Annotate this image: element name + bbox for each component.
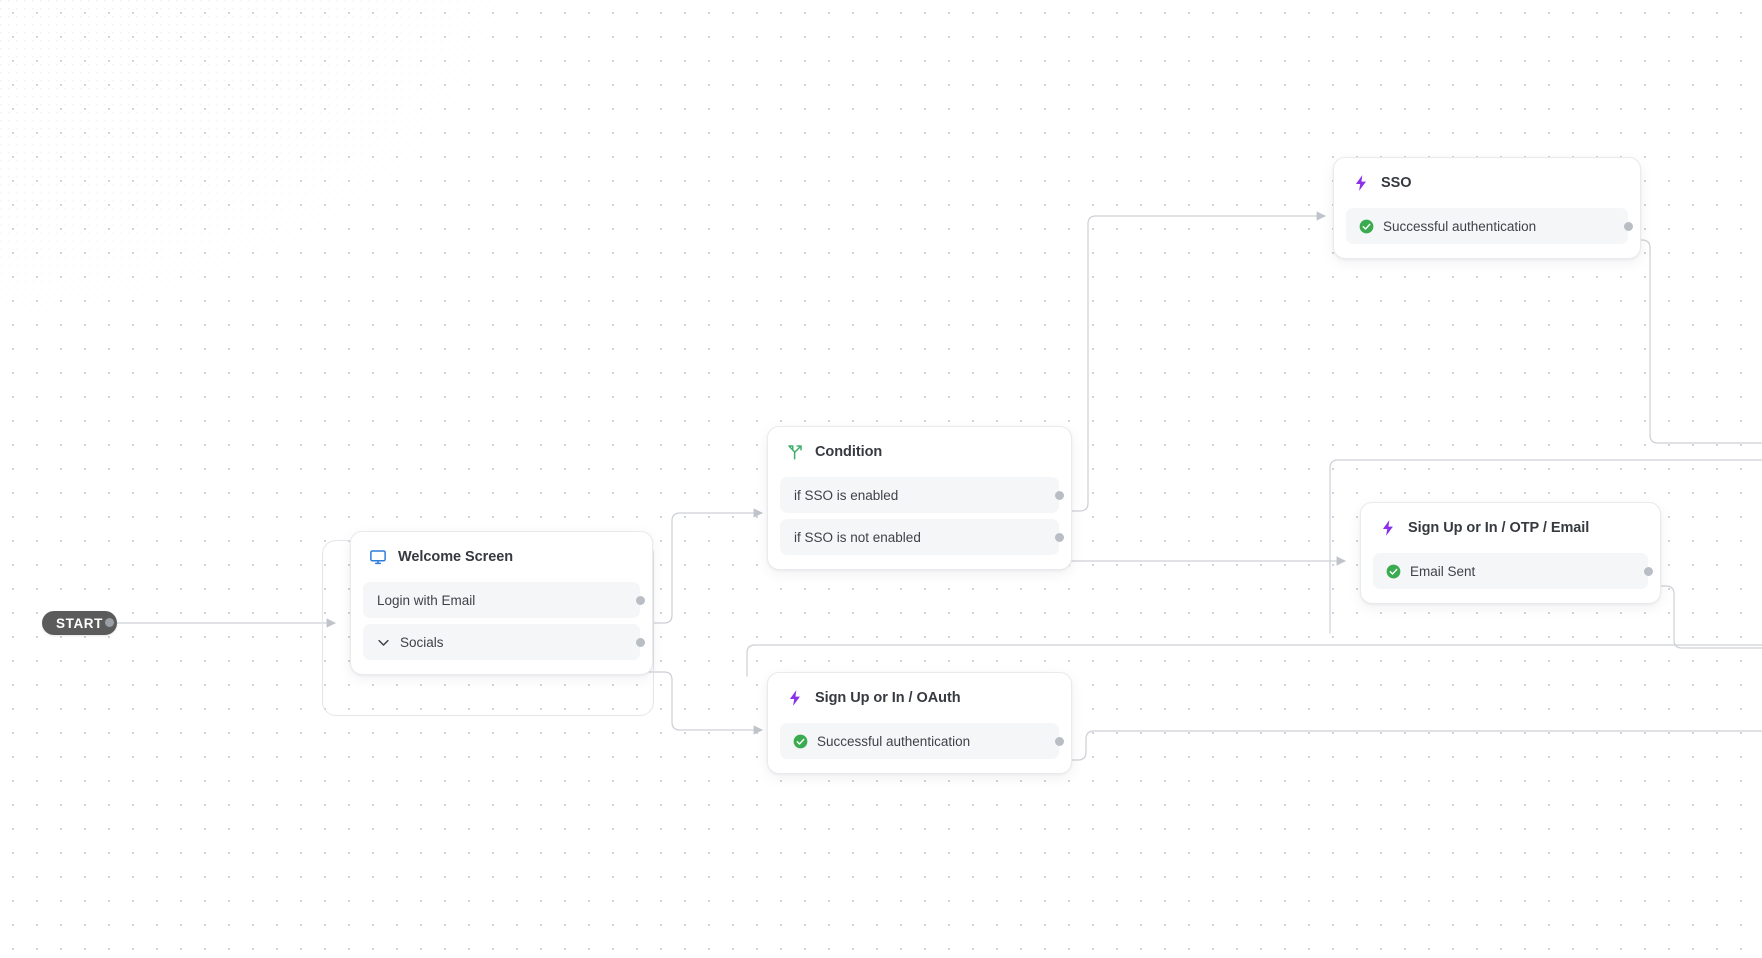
node-signup-oauth-title: Sign Up or In / OAuth <box>815 690 961 706</box>
node-condition-title: Condition <box>815 444 883 460</box>
monitor-icon <box>370 550 386 565</box>
node-welcome-screen-header: Welcome Screen <box>351 546 652 568</box>
node-signup-otp-email-header: Sign Up or In / OTP / Email <box>1361 517 1660 539</box>
start-label: START <box>56 615 103 631</box>
row-sso-successful-authentication-label: Successful authentication <box>1383 218 1537 234</box>
row-sso-successful-authentication-handle[interactable] <box>1624 221 1633 231</box>
bolt-icon <box>789 690 800 706</box>
node-signup-oauth[interactable]: Sign Up or In / OAuth Successful authent… <box>767 672 1072 774</box>
row-if-sso-enabled-handle[interactable] <box>1055 490 1064 500</box>
node-signup-otp-email-rows: Email Sent <box>1361 553 1660 589</box>
row-email-sent-label: Email Sent <box>1410 563 1476 579</box>
check-circle-icon <box>793 734 808 748</box>
row-login-with-email-handle[interactable] <box>636 595 645 605</box>
row-email-sent-handle[interactable] <box>1644 566 1653 576</box>
bolt-icon <box>1355 175 1366 191</box>
chevron-down-icon <box>378 639 389 646</box>
check-circle-icon <box>1359 219 1374 233</box>
edge-sso-success-out <box>1624 239 1762 444</box>
node-signup-otp-email-title: Sign Up or In / OTP / Email <box>1408 520 1590 536</box>
node-condition-header: Condition <box>768 441 1071 463</box>
row-email-sent[interactable]: Email Sent <box>1373 553 1653 589</box>
row-oauth-successful-authentication-label: Successful authentication <box>817 733 971 749</box>
edge-login-to-condition <box>644 508 763 624</box>
row-sso-successful-authentication[interactable]: Successful authentication <box>1346 208 1633 244</box>
row-login-with-email[interactable]: Login with Email <box>363 582 645 618</box>
edge-email-sent-out <box>1651 585 1762 649</box>
row-socials[interactable]: Socials <box>363 624 645 660</box>
node-welcome-screen-rows: Login with Email Socials <box>351 582 652 660</box>
row-oauth-successful-authentication-handle[interactable] <box>1055 736 1064 746</box>
row-if-sso-enabled[interactable]: if SSO is enabled <box>780 477 1064 513</box>
row-if-sso-not-enabled-label: if SSO is not enabled <box>794 529 921 545</box>
edge-sso-enabled-to-sso <box>1066 211 1326 512</box>
node-condition-rows: if SSO is enabled if SSO is not enabled <box>768 477 1071 555</box>
edge-socials-to-oauth <box>644 671 763 735</box>
canvas-fine-grid-overlay <box>0 0 640 430</box>
branch-icon <box>788 445 802 460</box>
node-sso-header: SSO <box>1334 172 1640 194</box>
check-circle-icon <box>1386 564 1401 578</box>
edge-oauth-success-out <box>1062 730 1762 761</box>
node-welcome-screen[interactable]: Welcome Screen Login with Email Socials <box>350 531 653 675</box>
start-node[interactable]: START <box>42 611 117 635</box>
node-sso-title: SSO <box>1381 175 1412 191</box>
row-if-sso-not-enabled[interactable]: if SSO is not enabled <box>780 519 1064 555</box>
start-output-handle[interactable] <box>105 618 114 627</box>
node-signup-otp-email[interactable]: Sign Up or In / OTP / Email Email Sent <box>1360 502 1661 604</box>
row-socials-label: Socials <box>400 634 444 650</box>
bolt-icon <box>1382 520 1393 536</box>
node-sso[interactable]: SSO Successful authentication <box>1333 157 1641 259</box>
node-condition[interactable]: Condition if SSO is enabled if SSO is no… <box>767 426 1072 570</box>
row-login-with-email-label: Login with Email <box>377 592 476 608</box>
row-socials-handle[interactable] <box>636 637 645 647</box>
row-oauth-successful-authentication[interactable]: Successful authentication <box>780 723 1064 759</box>
row-if-sso-enabled-label: if SSO is enabled <box>794 487 899 503</box>
node-welcome-screen-title: Welcome Screen <box>398 549 514 565</box>
node-sso-rows: Successful authentication <box>1334 208 1640 244</box>
node-signup-oauth-header: Sign Up or In / OAuth <box>768 687 1071 709</box>
row-if-sso-not-enabled-handle[interactable] <box>1055 532 1064 542</box>
node-signup-oauth-rows: Successful authentication <box>768 723 1071 759</box>
